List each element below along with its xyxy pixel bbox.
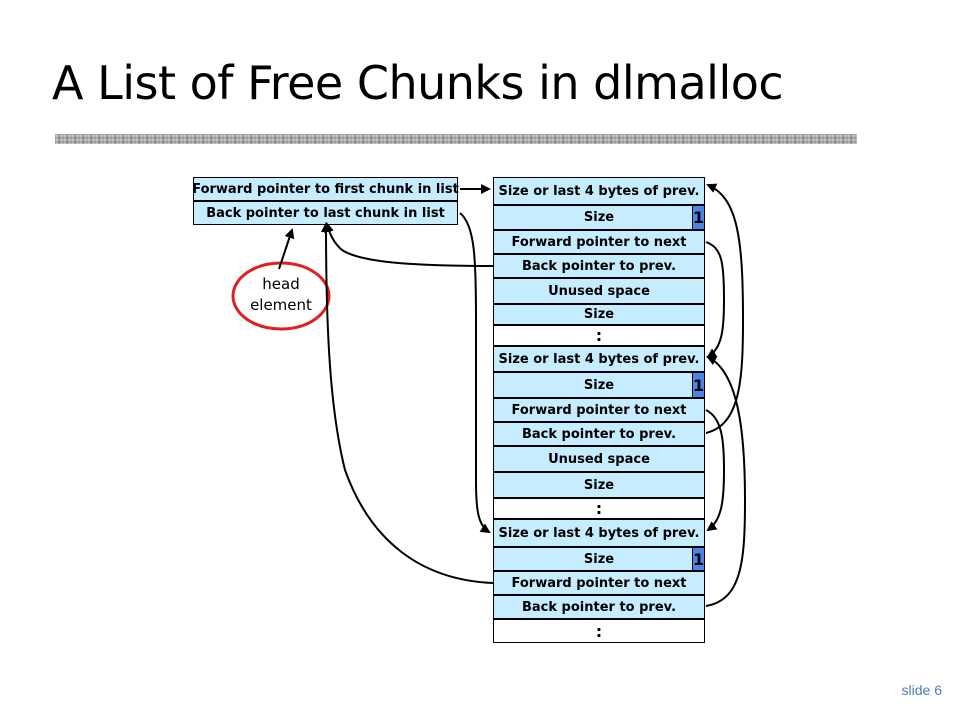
chunk3-forward-pointer: Forward pointer to next [493, 571, 705, 595]
chunk2-ellipsis: : [493, 498, 705, 519]
head-element-circle [231, 261, 331, 331]
chunk2-unused-space: Unused space [493, 446, 705, 472]
chunk1-forward-arrow [705, 241, 726, 359]
chunk2-back-pointer: Back pointer to prev. [493, 422, 705, 446]
chunk3-prev-size: Size or last 4 bytes of prev. [493, 519, 705, 547]
chunk3-forward-arrow [321, 222, 494, 584]
chunk3-back-pointer: Back pointer to prev. [493, 595, 705, 619]
head-label-arrow [278, 228, 295, 270]
chunk2-back-arrow [705, 183, 745, 434]
title-divider [55, 134, 857, 144]
chunk1-forward-pointer: Forward pointer to next [493, 230, 705, 254]
chunk1-prev-size: Size or last 4 bytes of prev. [493, 177, 705, 205]
chunk1-unused-space: Unused space [493, 278, 705, 304]
chunk3-in-use-bit: 1 [692, 547, 705, 571]
chunk3-back-arrow [705, 356, 747, 607]
head-element-label: head element [238, 274, 324, 316]
chunk2-in-use-bit: 1 [692, 372, 705, 398]
chunk2-forward-pointer: Forward pointer to next [493, 398, 705, 422]
chunk1-ellipsis: : [493, 325, 705, 346]
chunk1-size-footer: Size [493, 304, 705, 325]
chunk3-ellipsis: : [493, 619, 705, 643]
chunk2-size: Size [493, 372, 705, 398]
head-label-line2: element [250, 296, 312, 314]
chunk1-back-pointer: Back pointer to prev. [493, 254, 705, 278]
chunk2-forward-arrow [705, 409, 726, 532]
chunk1-in-use-bit: 1 [692, 205, 705, 230]
slide-number: slide 6 [901, 682, 942, 698]
head-forward-pointer: Forward pointer to first chunk in list [192, 177, 459, 201]
slide-title: A List of Free Chunks in dlmalloc [52, 56, 784, 110]
head-back-arrow [459, 212, 491, 534]
chunk2-prev-size: Size or last 4 bytes of prev. [493, 346, 705, 372]
chunk1-back-arrow [324, 222, 494, 267]
chunk3-size: Size [493, 547, 705, 571]
chunk1-size: Size [493, 205, 705, 230]
chunk2-size-footer: Size [493, 472, 705, 498]
head-label-line1: head [262, 275, 300, 293]
